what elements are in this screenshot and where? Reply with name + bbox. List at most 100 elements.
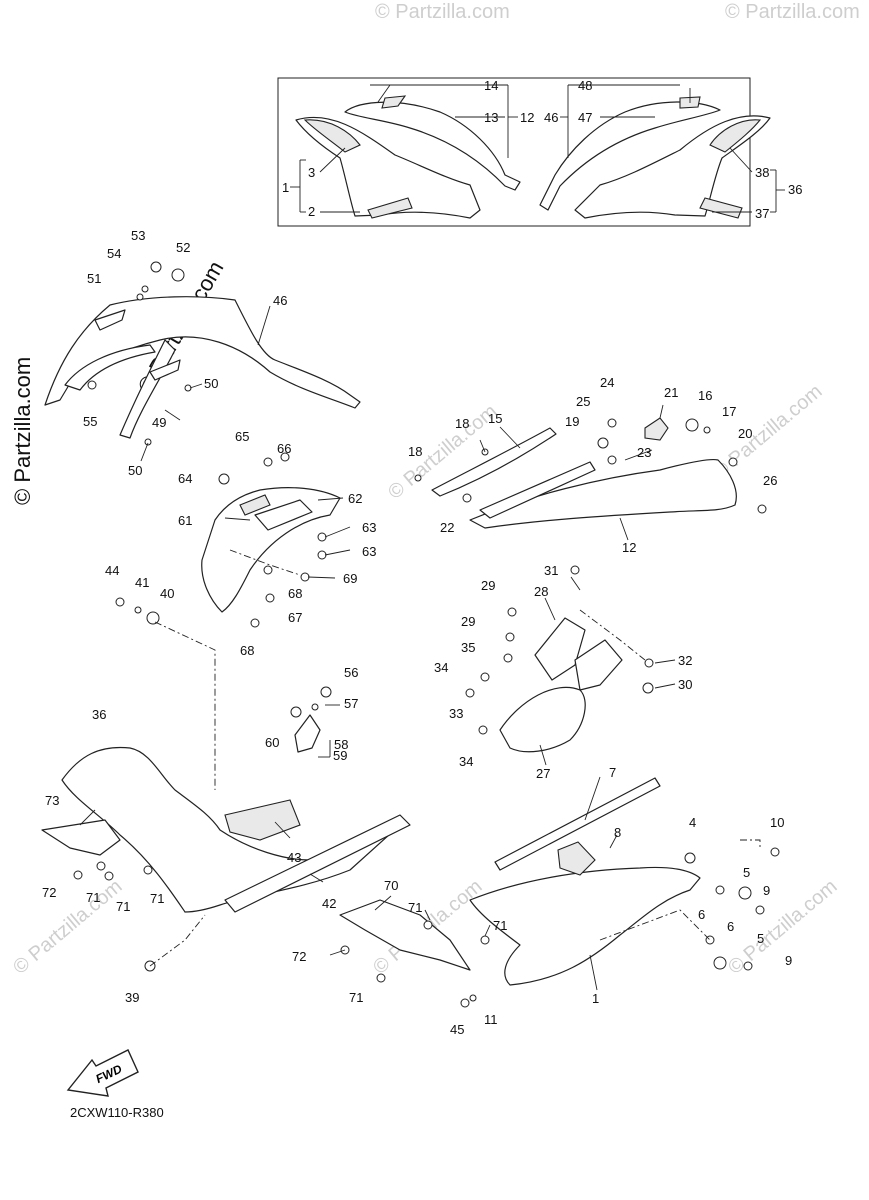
- part-27-bracket: [499, 617, 623, 753]
- callout-62: 62: [348, 491, 362, 506]
- inset-right-cowl: [539, 96, 771, 219]
- callout-19: 19: [565, 414, 579, 429]
- callout-2: 2: [308, 204, 315, 219]
- callout-28: 28: [534, 584, 548, 599]
- callout-58: 58: [334, 737, 348, 752]
- part-61-inner-panel: [201, 487, 341, 613]
- callout-31: 31: [544, 563, 558, 578]
- callout-25: 25: [576, 394, 590, 409]
- callout-71-f: 71: [349, 990, 363, 1005]
- callout-48: 48: [578, 78, 592, 93]
- callout-34-b: 34: [459, 754, 473, 769]
- watermark-top: © Partzilla.com: [375, 1, 510, 23]
- part-12-side-panel: [469, 458, 737, 529]
- diagram-code: 2CXW110-R380: [70, 1105, 164, 1120]
- callout-13: 13: [484, 110, 498, 125]
- callout-23: 23: [637, 445, 651, 460]
- callout-57: 57: [344, 696, 358, 711]
- callout-14: 14: [484, 78, 498, 93]
- callout-9-b: 9: [785, 953, 792, 968]
- callout-46-inset: 46: [544, 110, 558, 125]
- callout-72-a: 72: [42, 885, 56, 900]
- callout-71-c: 71: [150, 891, 164, 906]
- callout-66: 66: [277, 441, 291, 456]
- part-21-block: [644, 417, 669, 441]
- callout-41: 41: [135, 575, 149, 590]
- callout-64: 64: [178, 471, 192, 486]
- callout-50-a: 50: [204, 376, 218, 391]
- callout-15: 15: [488, 411, 502, 426]
- callout-21: 21: [664, 385, 678, 400]
- callout-46: 46: [273, 293, 287, 308]
- assembly-lines: [149, 549, 761, 967]
- callout-27: 27: [536, 766, 550, 781]
- decal-inset-box: [277, 77, 751, 227]
- part-73-panel: [41, 819, 121, 856]
- fasteners: [73, 261, 780, 1008]
- callout-36-inset: 36: [788, 182, 802, 197]
- callout-63-b: 63: [362, 544, 376, 559]
- part-8-block: [557, 841, 596, 876]
- callout-45: 45: [450, 1022, 464, 1037]
- part-7-strip: [494, 777, 661, 871]
- callout-69: 69: [343, 571, 357, 586]
- inset-left-cowl: [295, 95, 521, 219]
- callout-22: 22: [440, 520, 454, 535]
- callout-37: 37: [755, 206, 769, 221]
- callout-47: 47: [578, 110, 592, 125]
- callout-16: 16: [698, 388, 712, 403]
- part-58-bracket: [294, 714, 321, 753]
- callout-20: 20: [738, 426, 752, 441]
- watermark-bottom-left: © Partzilla.com: [9, 875, 126, 978]
- callout-17: 17: [722, 404, 736, 419]
- callout-49: 49: [152, 415, 166, 430]
- callout-35: 35: [461, 640, 475, 655]
- callout-60: 60: [265, 735, 279, 750]
- callout-32: 32: [678, 653, 692, 668]
- watermark-right: © Partzilla.com: [709, 380, 826, 483]
- callout-71-e: 71: [493, 918, 507, 933]
- callout-71-b: 71: [116, 899, 130, 914]
- callout-54: 54: [107, 246, 121, 261]
- callout-70: 70: [384, 878, 398, 893]
- callout-5-a: 5: [743, 865, 750, 880]
- callout-56: 56: [344, 665, 358, 680]
- callout-38: 38: [755, 165, 769, 180]
- part-1-lower-cowl: [469, 866, 701, 986]
- callout-71-d: 71: [408, 900, 422, 915]
- callout-6-b: 6: [727, 919, 734, 934]
- callout-5-b: 5: [757, 931, 764, 946]
- callout-51: 51: [87, 271, 101, 286]
- callout-53: 53: [131, 228, 145, 243]
- callout-50-b: 50: [128, 463, 142, 478]
- callout-55: 55: [83, 414, 97, 429]
- callout-18: 18: [408, 444, 422, 459]
- callout-67: 67: [288, 610, 302, 625]
- part-49-duct: [119, 339, 181, 439]
- callout-24: 24: [600, 375, 614, 390]
- callout-42: 42: [322, 896, 336, 911]
- callout-36: 36: [92, 707, 106, 722]
- callout-7: 7: [609, 765, 616, 780]
- callout-4: 4: [689, 815, 696, 830]
- callout-11: 11: [484, 1012, 498, 1027]
- callout-72-b: 72: [292, 949, 306, 964]
- callout-12: 12: [622, 540, 636, 555]
- callout-71-a: 71: [86, 890, 100, 905]
- callout-43: 43: [287, 850, 301, 865]
- callout-29-a: 29: [481, 578, 495, 593]
- callout-65: 65: [235, 429, 249, 444]
- callout-33: 33: [449, 706, 463, 721]
- callout-61: 61: [178, 513, 192, 528]
- callout-10: 10: [770, 815, 784, 830]
- callout-18-a: 18: [455, 416, 469, 431]
- watermark-top-right: © Partzilla.com: [725, 1, 860, 23]
- callout-12-inset: 12: [520, 110, 534, 125]
- callout-29-b: 29: [461, 614, 475, 629]
- callout-26: 26: [763, 473, 777, 488]
- callout-59: 59: [333, 748, 347, 763]
- callout-3: 3: [308, 165, 315, 180]
- callout-34-a: 34: [434, 660, 448, 675]
- callout-68-a: 68: [288, 586, 302, 601]
